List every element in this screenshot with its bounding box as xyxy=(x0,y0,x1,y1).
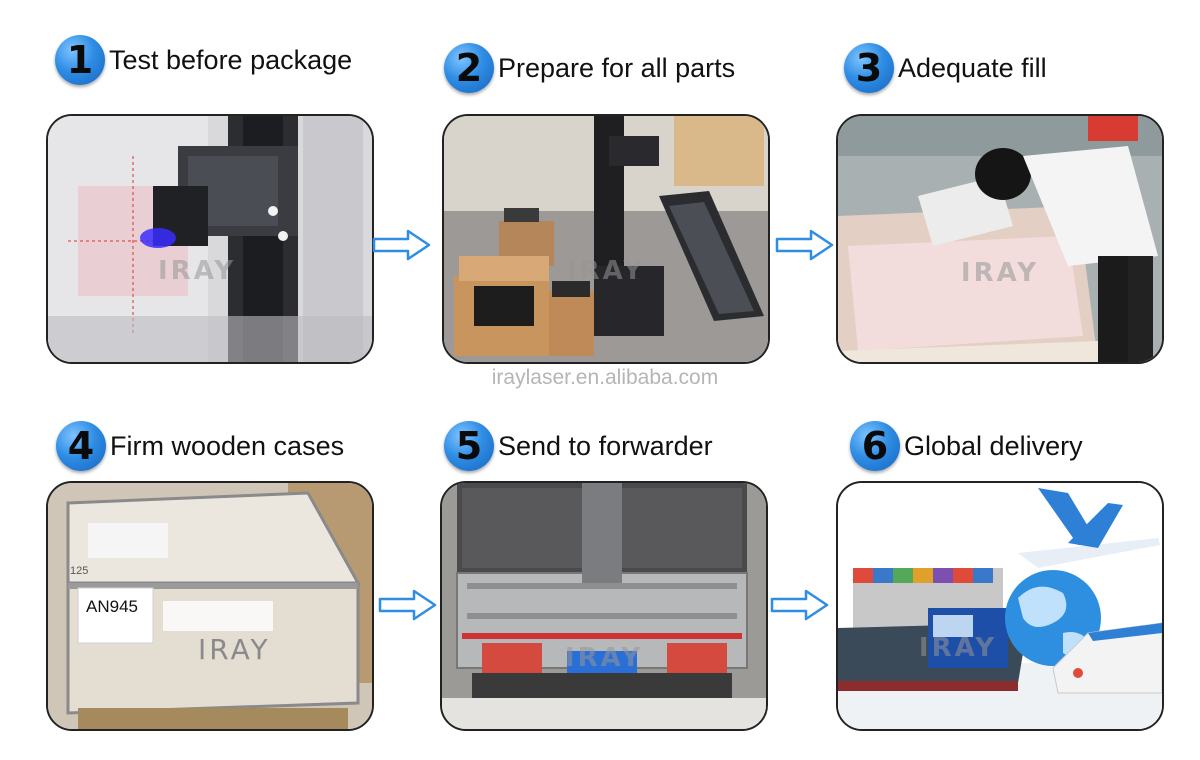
arrow-right-icon xyxy=(372,229,431,261)
step-4-header: 4 Firm wooden cases xyxy=(56,418,344,474)
step-4-title: Firm wooden cases xyxy=(110,430,345,461)
step-2-photo: IRAY xyxy=(442,114,770,364)
step-3-header: 3 Adequate fill xyxy=(844,40,1047,96)
step-3-photo: IRAY xyxy=(836,114,1164,364)
case-number: 125 xyxy=(70,565,89,577)
step-2-badge: 2 xyxy=(444,43,494,93)
step-1-header: 1 Test before package xyxy=(55,32,352,88)
arrow-right-icon xyxy=(770,589,829,621)
arrow-right-icon xyxy=(775,229,834,261)
step-2-title: Prepare for all parts xyxy=(498,52,736,83)
step-4-photo: AN945 125 IRAY xyxy=(46,481,374,731)
step-6-title: Global delivery xyxy=(904,430,1083,461)
step-5-badge: 5 xyxy=(444,421,494,471)
step-6-badge: 6 xyxy=(850,421,900,471)
website-url: iraylaser.en.alibaba.com xyxy=(491,366,719,389)
step-5-header: 5 Send to forwarder xyxy=(444,418,713,474)
step-6-header: 6 Global delivery xyxy=(850,418,1083,474)
step-5-title: Send to forwarder xyxy=(498,430,713,461)
step-1-badge: 1 xyxy=(55,35,105,85)
arrow-right-icon xyxy=(378,589,437,621)
step-2-header: 2 Prepare for all parts xyxy=(444,40,735,96)
step-3-badge: 3 xyxy=(844,43,894,93)
step-4-badge: 4 xyxy=(56,421,106,471)
step-1-photo: IRAY xyxy=(46,114,374,364)
case-brand: IRAY xyxy=(198,633,271,666)
step-1-title: Test before package xyxy=(109,44,353,75)
case-label: AN945 xyxy=(86,597,138,616)
step-6-photo: IRAY xyxy=(836,481,1164,731)
step-5-photo: IRAY xyxy=(440,481,768,731)
step-3-title: Adequate fill xyxy=(898,52,1047,83)
